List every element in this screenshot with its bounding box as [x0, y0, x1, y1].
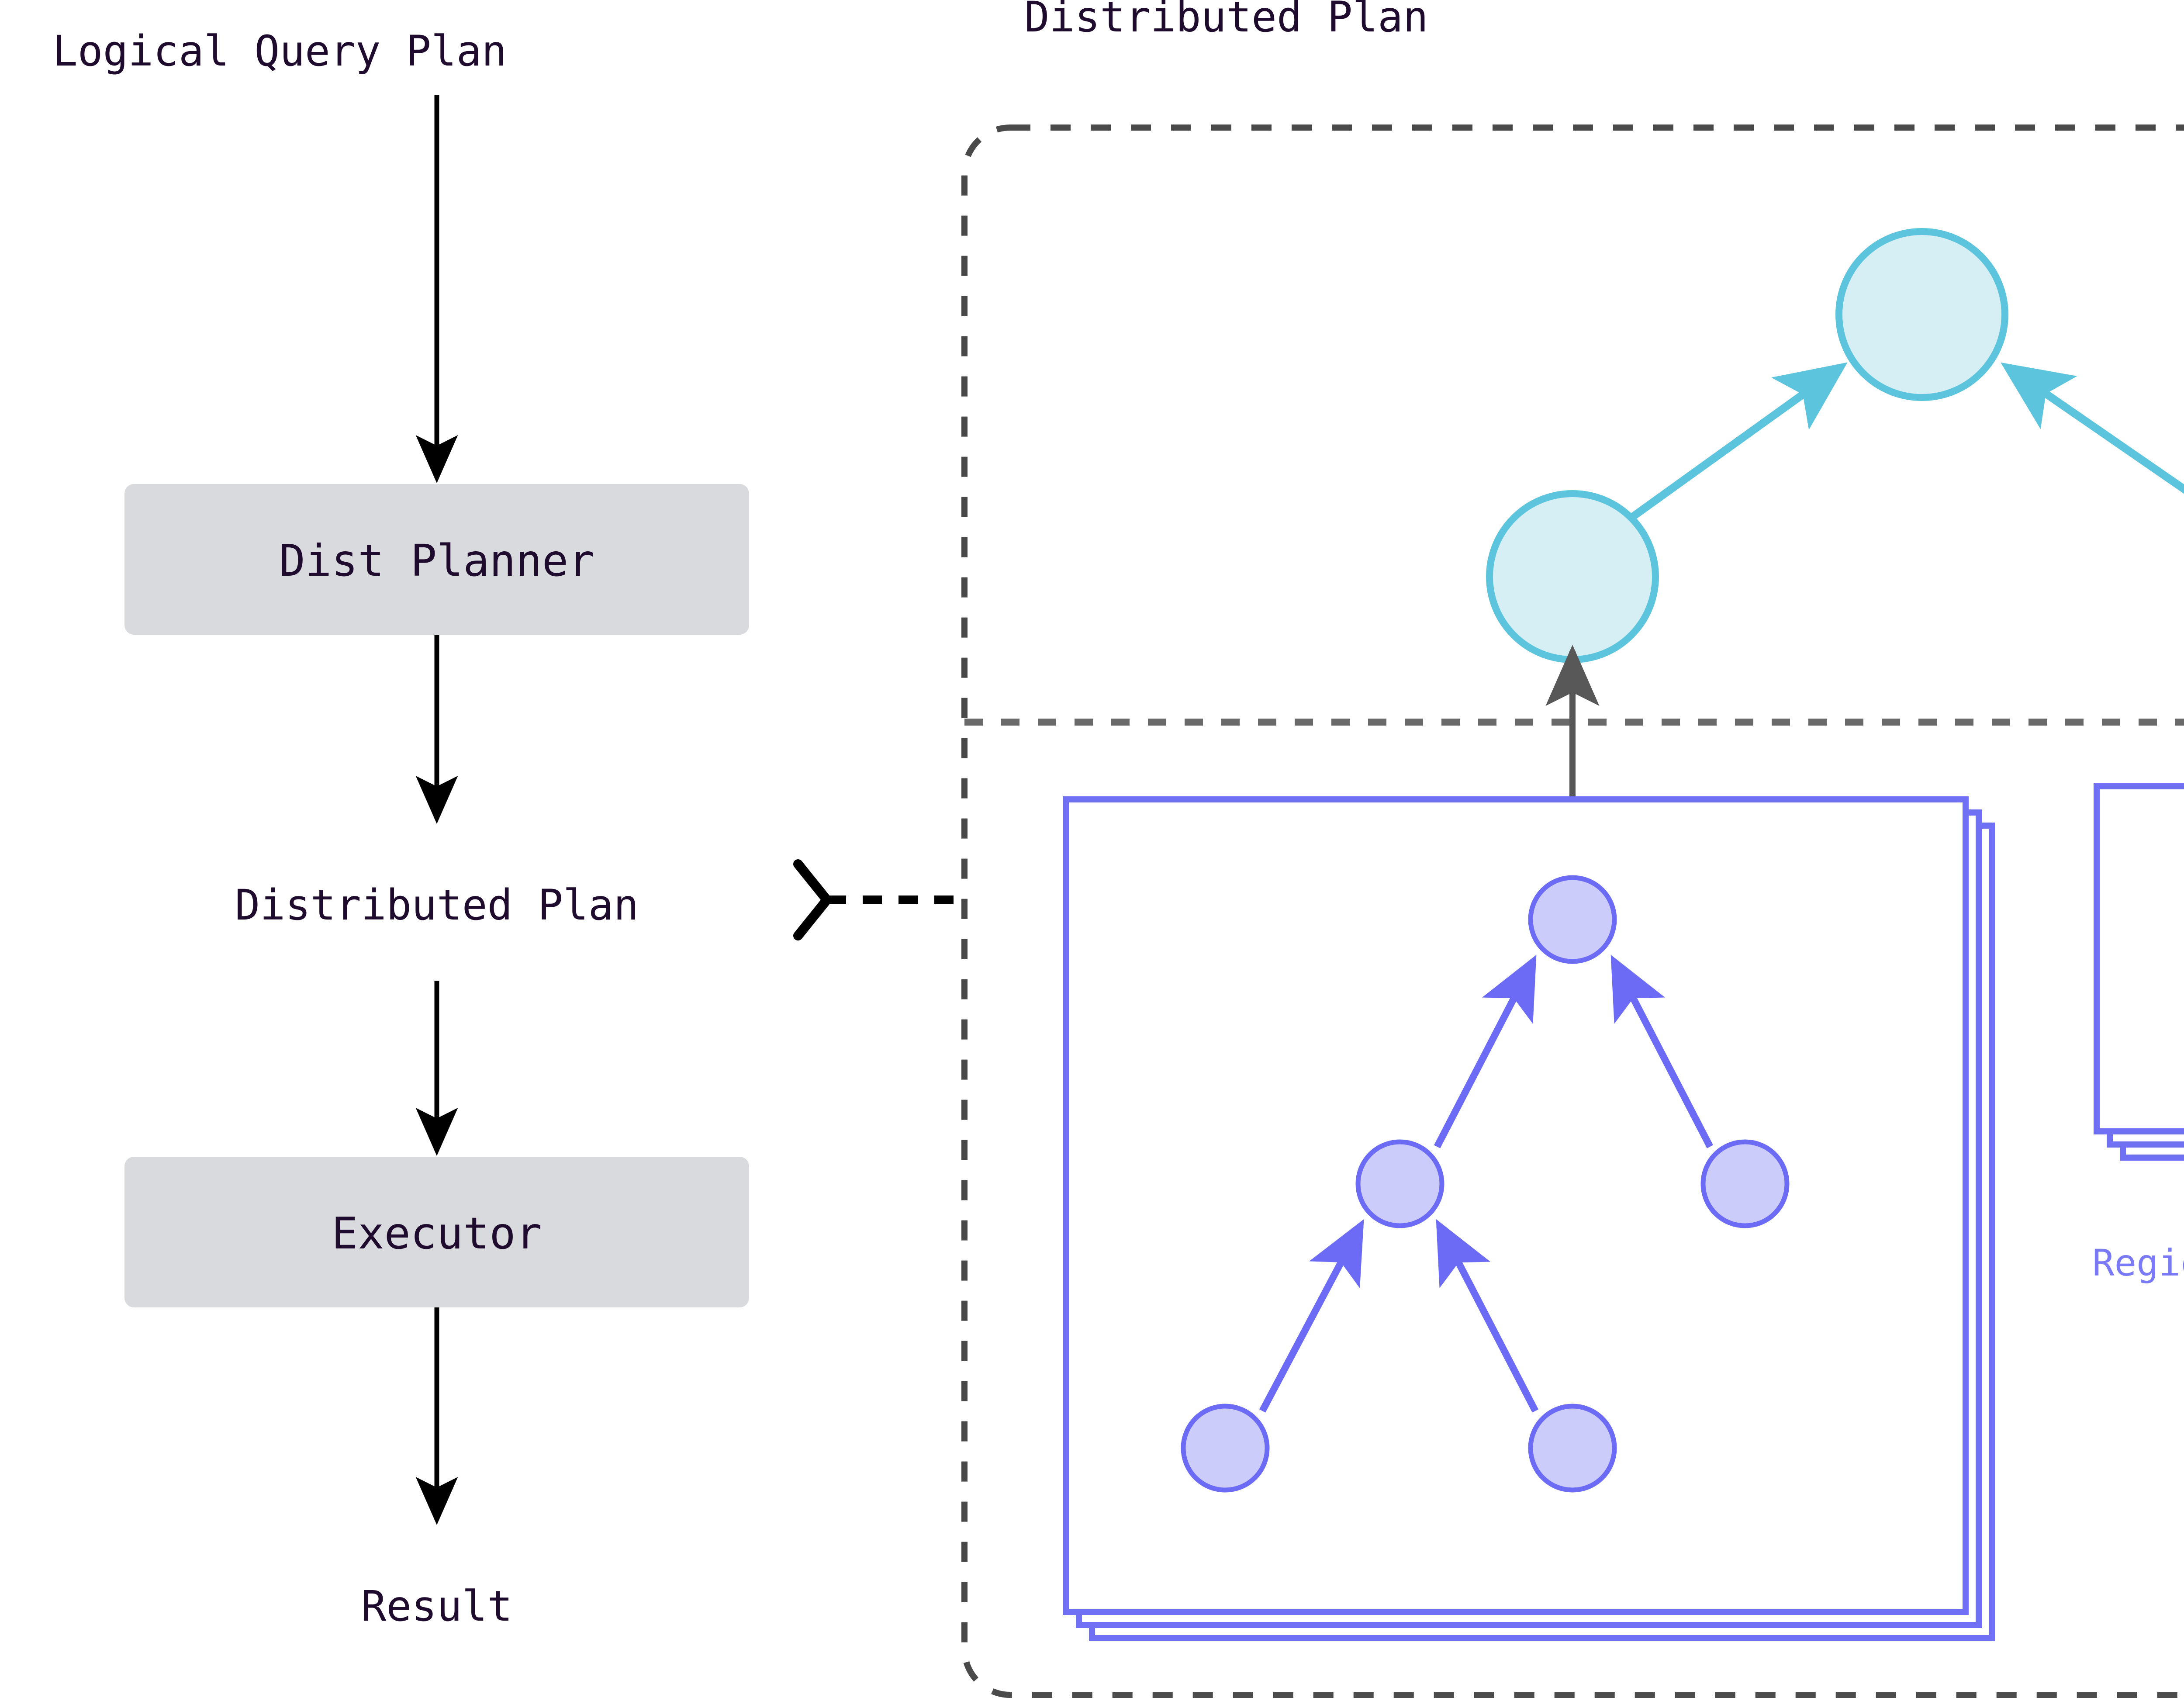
- logical-query-plan-label: Logical Query Plan: [52, 27, 507, 76]
- region-group-left[interactable]: [1063, 796, 1995, 1641]
- frontend-edge-right: [2001, 362, 2184, 494]
- datanode-node-left-root[interactable]: [1528, 875, 1617, 964]
- distributed-plan-label: Distributed Plan: [235, 881, 639, 930]
- datanode-node-left-right[interactable]: [1700, 1139, 1790, 1228]
- region-group-right[interactable]: [2094, 783, 2184, 1161]
- datanode-edge-mid-to-root: [1434, 954, 1537, 1148]
- frontend-node-root[interactable]: [1835, 228, 2008, 401]
- frontend-stage-tree: [1486, 228, 2184, 663]
- executor-box[interactable]: [124, 1157, 749, 1307]
- curly-brace-icon: [793, 859, 833, 940]
- datanode-node-left-leaf2[interactable]: [1528, 1404, 1617, 1493]
- regions-label: Regions: [2092, 1241, 2184, 1284]
- datanode-node-left-leaf1[interactable]: [1181, 1404, 1270, 1493]
- dist-planner-label: Dist Planner: [279, 535, 594, 586]
- datanode-edge-leaf1-to-mid: [1259, 1219, 1364, 1413]
- datanode-stage: Regions: [1063, 645, 2184, 1641]
- distributed-plan-container: [961, 124, 2184, 1698]
- frontend-node-left[interactable]: [1486, 490, 1659, 663]
- left-flow-column: Logical Query Plan Dist Planner Distribu…: [52, 27, 749, 1631]
- plan-expansion-connector: [793, 859, 966, 940]
- executor-label: Executor: [332, 1208, 542, 1259]
- datanode-edge-right-to-root: [1610, 954, 1714, 1148]
- region-box-stack-layer-1: [1063, 796, 1969, 1615]
- region-box-right-stack-layer-1: [2094, 783, 2184, 1134]
- dist-planner-box[interactable]: [124, 484, 749, 635]
- datanode-node-left-mid[interactable]: [1355, 1139, 1444, 1228]
- datanode-edge-leaf2-to-mid: [1436, 1219, 1539, 1413]
- frontend-edge-left: [1629, 362, 1848, 521]
- result-label: Result: [361, 1582, 513, 1631]
- distributed-plan-panel-title: Distributed Plan: [1024, 0, 1428, 41]
